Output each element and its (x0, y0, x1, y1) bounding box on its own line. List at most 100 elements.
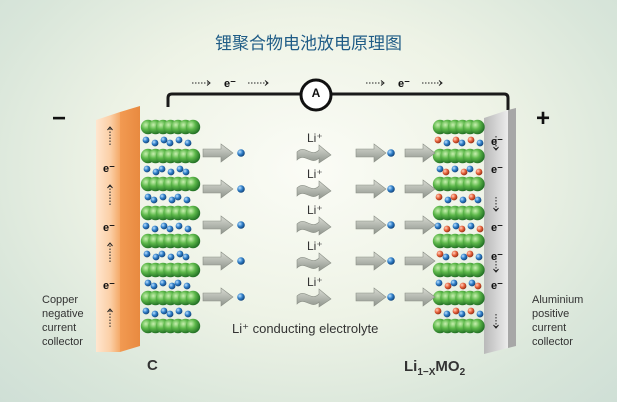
li-ion-sphere-icon (143, 250, 151, 258)
cathode-oxide-layer (432, 148, 485, 176)
li-ion-sphere-icon (476, 139, 484, 147)
gray-arrow-icon (404, 179, 436, 199)
carbon-sphere (185, 233, 201, 249)
oxygen-atom (435, 193, 443, 201)
metal-oxide-sphere (470, 176, 485, 192)
metal-oxide-sphere (470, 119, 485, 135)
oxygen-atom (434, 307, 442, 315)
gray-arrow-icon (404, 143, 436, 163)
li-ion-sphere-icon (237, 149, 245, 157)
li-ion-sphere-icon (458, 139, 466, 147)
li-ion-sphere-icon (158, 165, 166, 173)
li-ion-sphere-icon (183, 282, 191, 290)
copper-label-line: collector (42, 336, 83, 348)
li-ion-sphere-icon (237, 185, 245, 193)
negative-sign: − (52, 105, 67, 132)
cathode-material-sub2: 2 (459, 367, 466, 378)
oxygen-atom (443, 225, 451, 233)
li-ion-sphere-icon (159, 279, 167, 287)
li-ion-label-2: Li⁺ (307, 167, 323, 181)
li-ion-sphere-icon (443, 139, 451, 147)
cathode-material-label: Li1−XMO2 (404, 358, 465, 378)
pos-electron-3: e⁻ (491, 222, 503, 234)
li-ion-label-4: Li⁺ (307, 239, 323, 253)
gray-arrow-icon (355, 143, 387, 163)
li-ion-sphere-icon (166, 310, 174, 318)
li-ion-sphere-icon (444, 196, 452, 204)
li-ion-sphere-icon (460, 253, 468, 261)
gray-arrow-icon (202, 179, 234, 199)
li-ion-sphere-icon (166, 225, 174, 233)
li-ion-sphere-icon (459, 196, 467, 204)
oxygen-atom (474, 282, 482, 290)
ammeter-icon (299, 78, 333, 112)
carbon-sphere (185, 119, 201, 135)
li-ion-sphere-icon (151, 139, 159, 147)
gray-arrow-icon (296, 180, 332, 200)
li-ion-sphere-icon (387, 149, 395, 157)
li-ion-sphere-icon (435, 279, 443, 287)
oxygen-atom (466, 250, 474, 258)
li-ion-label-3: Li⁺ (307, 203, 323, 217)
diagram-title: 锂聚合物电池放电原理图 (215, 34, 402, 54)
li-ion-sphere-icon (151, 310, 159, 318)
copper-collector-label: Copper negative current collector (42, 293, 98, 349)
wire-electron-left: e⁻ (224, 78, 236, 90)
pos-electron-2: e⁻ (491, 164, 503, 176)
positive-sign: + (536, 105, 551, 132)
li-ion-sphere-icon (160, 307, 168, 315)
li-ion-sphere-icon (475, 253, 483, 261)
pos-electron-4: e⁻ (491, 251, 503, 263)
metal-oxide-sphere (470, 148, 485, 164)
li-ion-label-5: Li⁺ (307, 275, 323, 289)
neg-electron-2: e⁻ (103, 222, 115, 234)
li-ion-sphere-icon (451, 165, 459, 173)
li-ion-sphere-icon (474, 196, 482, 204)
li-ion-sphere-icon (176, 165, 184, 173)
oxygen-atom (434, 136, 442, 144)
copper-collector-side (120, 106, 140, 352)
carbon-sphere (185, 176, 201, 192)
aluminium-label-line: Aluminium (532, 294, 584, 306)
li-ion-sphere-icon (442, 253, 450, 261)
electrolyte-label: Li⁺ conducting electrolyte (232, 321, 379, 336)
anode-graphite-layer (140, 148, 201, 176)
li-ion-sphere-icon (175, 307, 183, 315)
gray-arrow-icon (202, 215, 234, 235)
carbon-sphere (185, 148, 201, 164)
li-ion-sphere-icon (436, 165, 444, 173)
cathode-material-mid: MO (435, 358, 460, 375)
li-ion-sphere-icon (150, 282, 158, 290)
li-ion-sphere-icon (152, 253, 160, 261)
metal-oxide-sphere (470, 318, 485, 334)
li-ion-sphere-icon (142, 307, 150, 315)
oxygen-atom (452, 136, 460, 144)
li-ion-sphere-icon (143, 165, 151, 173)
aluminium-label-line: current (532, 322, 567, 334)
gray-arrow-icon (355, 179, 387, 199)
li-ion-sphere-icon (176, 250, 184, 258)
li-ion-sphere-icon (152, 168, 160, 176)
oxygen-atom (444, 282, 452, 290)
gray-arrow-icon (404, 287, 436, 307)
li-ion-sphere-icon (184, 225, 192, 233)
li-ion-sphere-icon (467, 222, 475, 230)
li-ion-sphere-icon (182, 168, 190, 176)
circuit-wire (166, 92, 510, 110)
gray-arrow-icon (404, 251, 436, 271)
oxygen-atom (467, 307, 475, 315)
electron-flow-arrowhead (107, 184, 113, 189)
li-ion-sphere-icon (183, 196, 191, 204)
li-ion-sphere-icon (387, 257, 395, 265)
li-ion-sphere-icon (174, 193, 182, 201)
li-ion-sphere-icon (168, 282, 176, 290)
oxygen-atom (452, 307, 460, 315)
li-ion-sphere-icon (142, 136, 150, 144)
li-ion-sphere-icon (151, 225, 159, 233)
li-ion-sphere-icon (237, 293, 245, 301)
gray-arrow-icon (202, 143, 234, 163)
li-ion-sphere-icon (144, 193, 152, 201)
anode-graphite-layer (140, 318, 201, 334)
anode-graphite-layer (140, 176, 201, 204)
